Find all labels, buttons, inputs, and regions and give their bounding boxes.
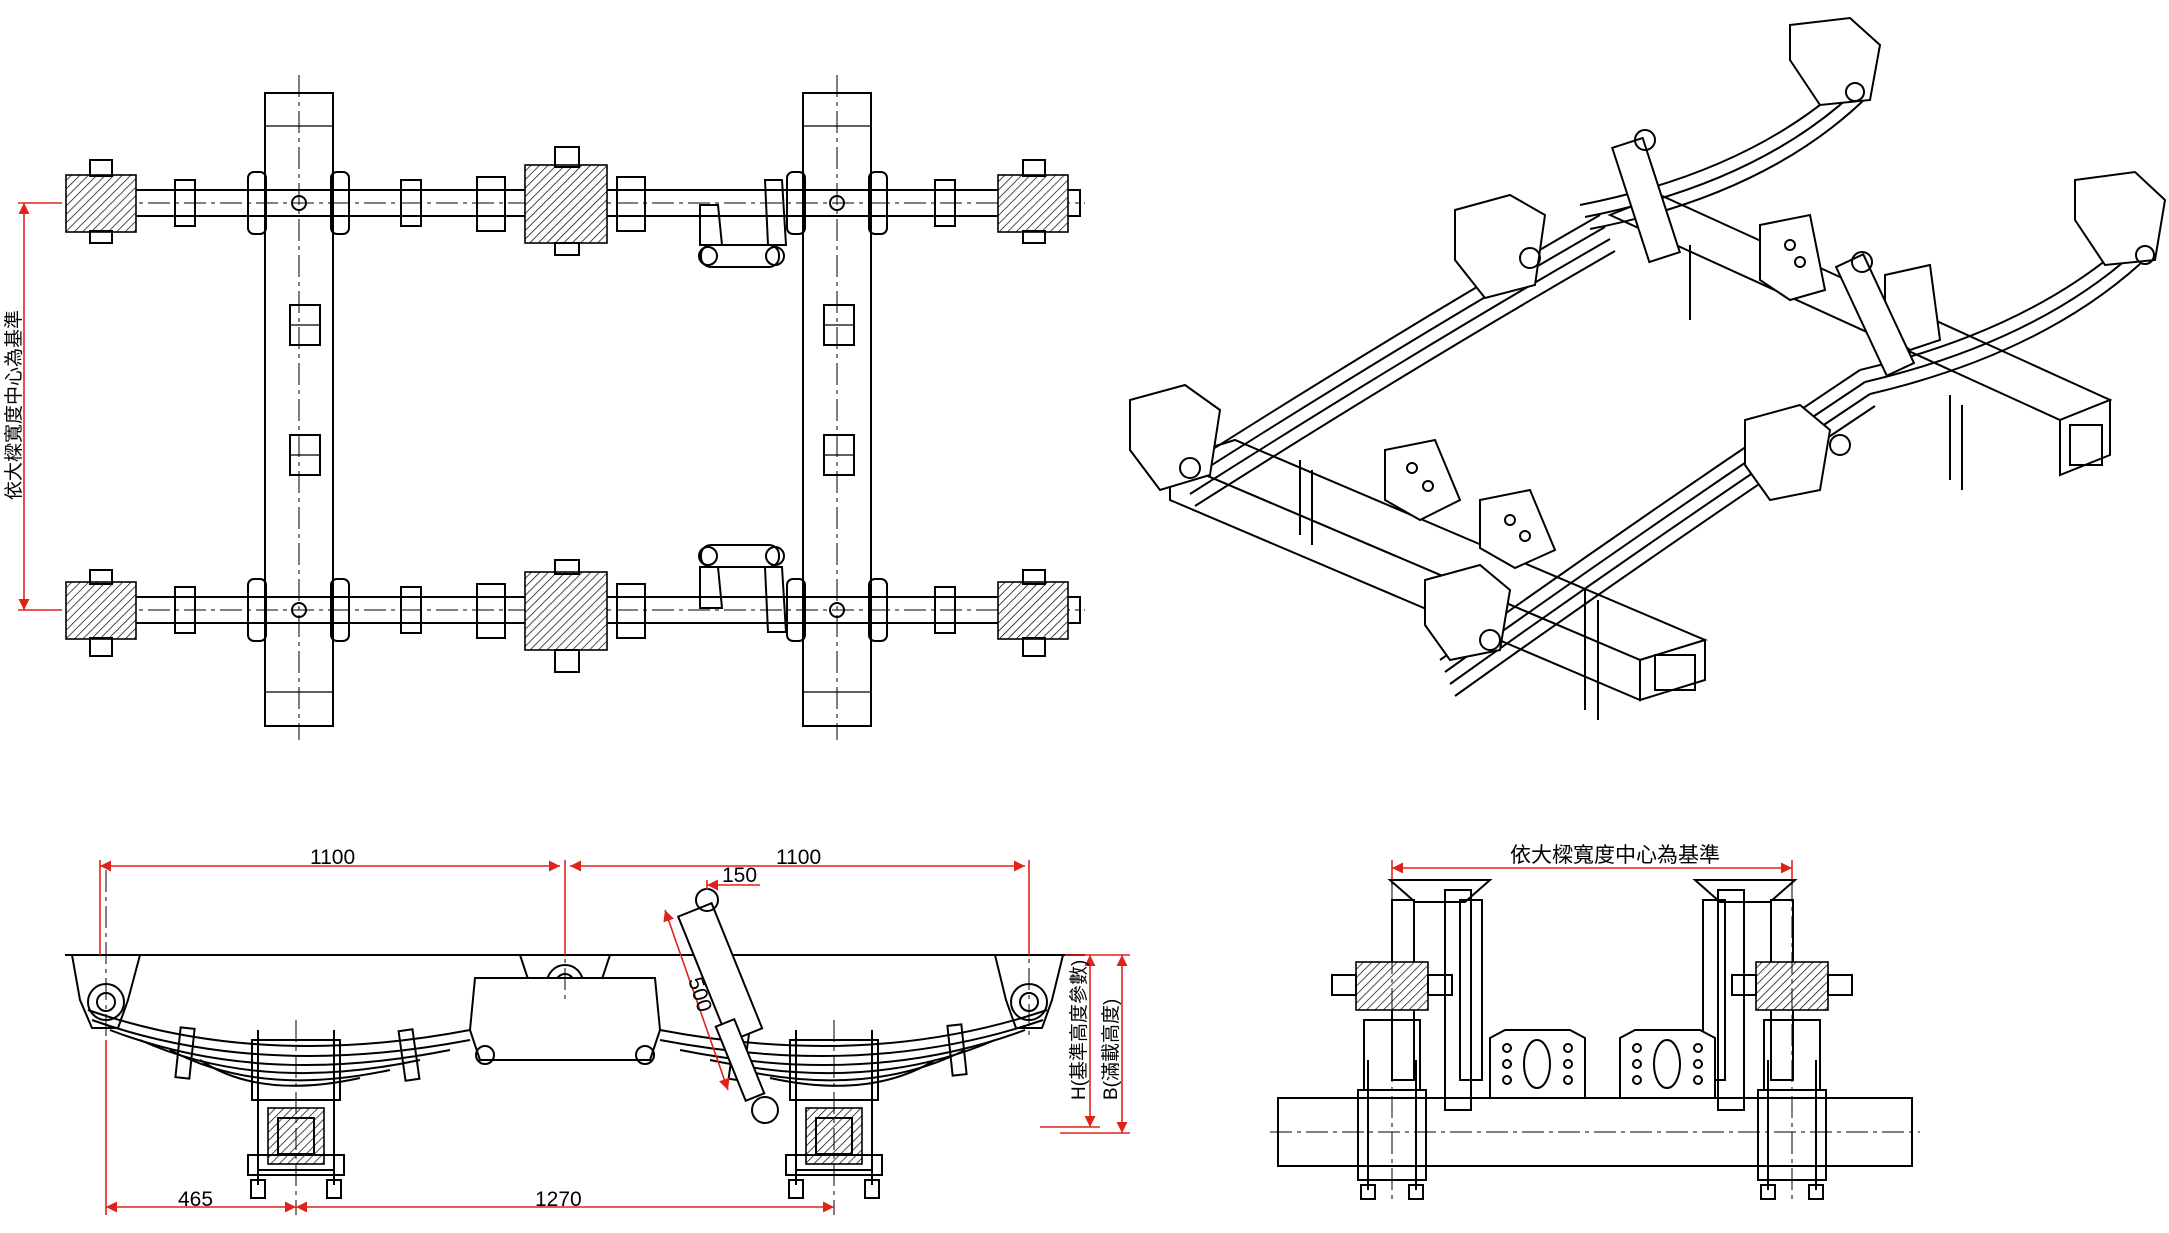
end-view: 依大樑寬度中心為基準 [1270, 844, 1920, 1200]
end-center-brackets [1489, 1029, 1716, 1099]
end-assembly-left [1331, 879, 1493, 1200]
plan-width-reference-label: 依大樑寬度中心為基準 [3, 310, 25, 500]
side-leaf-spring-rear [659, 1009, 1048, 1087]
label-b-full-load-height: B(滿載高度) [1100, 999, 1122, 1100]
dim-offset: 150 [722, 864, 757, 887]
plan-width-dimension: 依大樑寬度中心為基準 [3, 202, 60, 611]
label-h-reference-height: H(基準高度參數) [1068, 960, 1090, 1100]
end-width-dimension: 依大樑寬度中心為基準 [1391, 844, 1793, 885]
side-leaf-spring-front [87, 1009, 471, 1087]
iso-hangers [1129, 16, 2167, 662]
dim-top-right: 1100 [776, 846, 821, 869]
side-view: 1100 1100 150 500 465 1270 H(基準高度參數) B(滿… [65, 846, 1130, 1215]
end-width-reference-label: 依大樑寬度中心為基準 [1510, 844, 1720, 867]
rail-brackets [289, 304, 855, 476]
spring-assembly-lower [40, 544, 1085, 673]
dim-bottom-left: 465 [178, 1188, 213, 1211]
isometric-view [1129, 16, 2167, 720]
dim-bottom-right: 1270 [535, 1188, 582, 1211]
side-dimensions: 1100 1100 150 500 465 1270 H(基準高度參數) B(滿… [99, 846, 1130, 1215]
plan-view: 依大樑寬度中心為基準 [3, 75, 1085, 740]
iso-shock-absorbers [1610, 129, 1916, 378]
end-assembly-right [1692, 879, 1853, 1200]
frame-rail-right [802, 75, 872, 740]
spring-assembly-upper [40, 146, 1085, 268]
dim-top-left: 1100 [310, 846, 355, 869]
iso-u-bolts [1299, 245, 1963, 720]
frame-rail-left [264, 75, 334, 740]
